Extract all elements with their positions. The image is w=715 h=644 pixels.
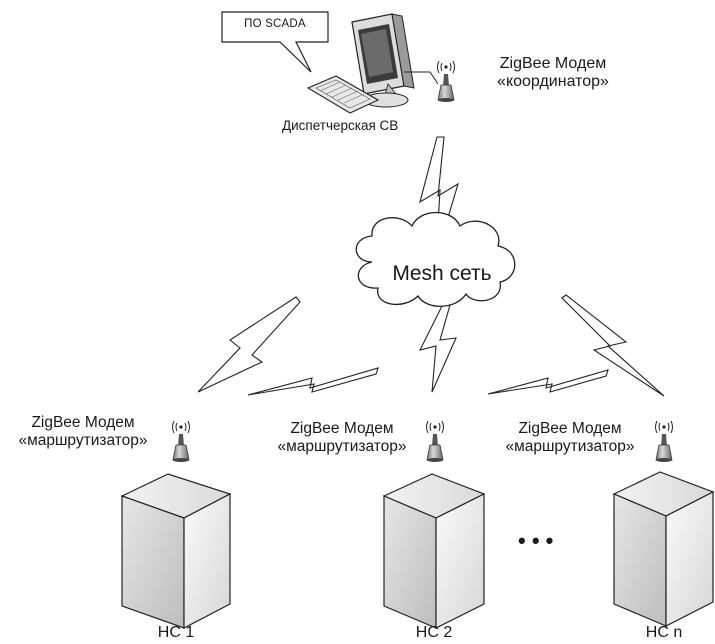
scada-callout-text: ПО SCADA xyxy=(244,18,306,30)
station-cabinet-2 xyxy=(382,473,486,629)
station-cabinet-n xyxy=(612,471,715,627)
station-cabinet-1 xyxy=(120,473,232,629)
router-label-2: ZigBee Модем «маршрутизатор» xyxy=(263,420,421,456)
wireless-link-center xyxy=(418,297,457,393)
station-label-n: НС n xyxy=(645,624,683,641)
coordinator-label: ZigBee Модем «координатор» xyxy=(478,55,628,92)
computer-icon xyxy=(306,13,439,114)
router-label-1-line2: «маршрутизатор» xyxy=(18,431,148,449)
mesh-label: Mesh сеть xyxy=(392,262,492,285)
router-label-3-line2: «маршрутизатор» xyxy=(505,437,635,455)
router-label-3-line1: ZigBee Модем xyxy=(518,420,622,437)
router-label-1: ZigBee Модем «маршрутизатор» xyxy=(4,414,162,450)
callout-box xyxy=(221,11,329,73)
router-label-3: ZigBee Модем «маршрутизатор» xyxy=(491,420,649,456)
router-antenna-icon-1 xyxy=(172,420,190,463)
router-label-2-line1: ZigBee Модем xyxy=(290,420,394,437)
station-label-2: НС 2 xyxy=(415,624,453,641)
wireless-link-bottom-right xyxy=(487,369,609,395)
ellipsis-dots: • • • xyxy=(518,528,554,553)
router-label-1-line1: ZigBee Модем xyxy=(31,414,135,431)
wireless-link-right xyxy=(561,294,665,397)
wireless-link-left xyxy=(197,296,301,393)
wireless-link-bottom-left xyxy=(247,367,379,396)
router-antenna-icon-3 xyxy=(655,420,673,463)
router-label-2-line2: «маршрутизатор» xyxy=(277,437,407,455)
coordinator-antenna-icon xyxy=(437,60,455,103)
station-label-1: НС 1 xyxy=(157,624,195,641)
mesh-cloud xyxy=(355,212,516,307)
coordinator-label-line1: ZigBee Модем xyxy=(499,55,607,72)
coordinator-label-line2: «координатор» xyxy=(497,73,609,91)
dispatcher-label: Диспетчерская СВ xyxy=(282,118,399,133)
router-antenna-icon-2 xyxy=(426,420,444,463)
